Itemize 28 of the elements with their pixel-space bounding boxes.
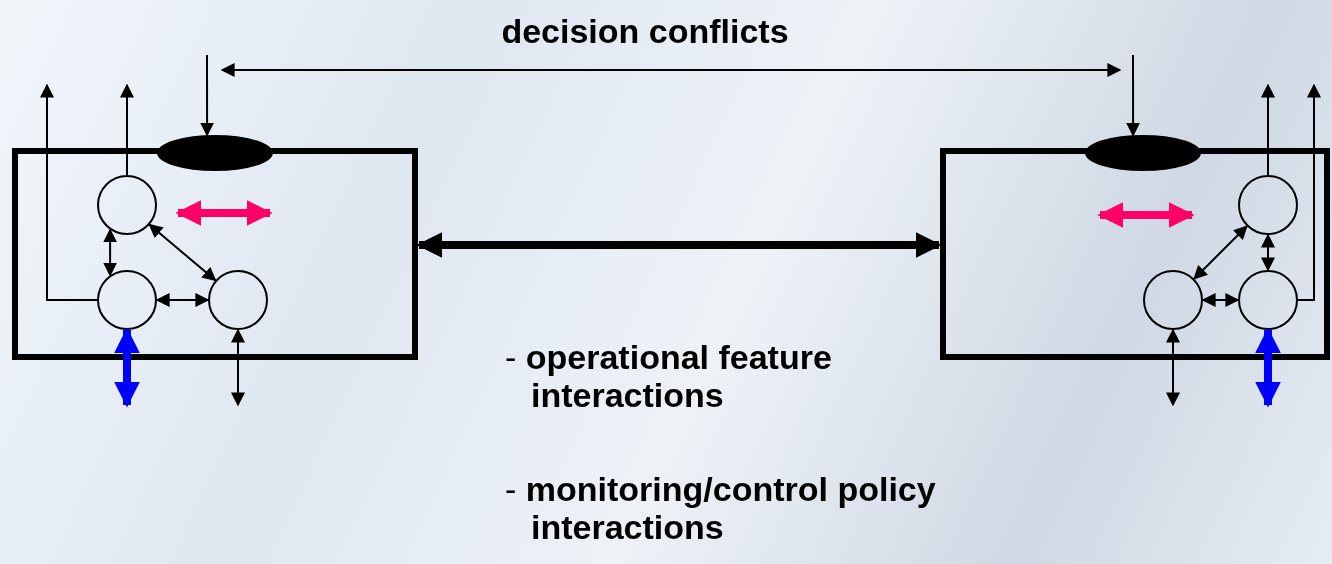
- arrow: [40, 83, 98, 301]
- filled-ellipse: [1085, 135, 1201, 171]
- arrow: [103, 228, 118, 277]
- arrow: [200, 54, 215, 137]
- feature-circle: [208, 270, 268, 330]
- arrow: [114, 327, 140, 408]
- feature-circle: [97, 270, 157, 330]
- note-text: - operational feature interactions: [505, 338, 833, 414]
- arrow: [1126, 54, 1141, 137]
- feature-circle: [1143, 270, 1203, 330]
- arrow: [1201, 293, 1240, 307]
- feature-circle: [1238, 175, 1298, 235]
- arrow: [1255, 327, 1281, 408]
- arrow: [416, 232, 942, 258]
- arrow: [231, 328, 245, 407]
- arrow: [148, 223, 217, 282]
- feature-circle: [97, 175, 157, 235]
- arrow: [155, 293, 210, 307]
- arrow: [1261, 83, 1275, 176]
- arrow: [1297, 83, 1321, 301]
- arrow: [1193, 225, 1248, 280]
- feature-circle: [1238, 270, 1298, 330]
- heading-text: decision conflicts: [501, 12, 789, 50]
- arrow: [120, 83, 134, 176]
- arrow: [1166, 328, 1180, 407]
- note-text: - monitoring/control policy interactions: [505, 470, 937, 546]
- filled-ellipse: [157, 135, 273, 171]
- arrow: [1261, 233, 1275, 272]
